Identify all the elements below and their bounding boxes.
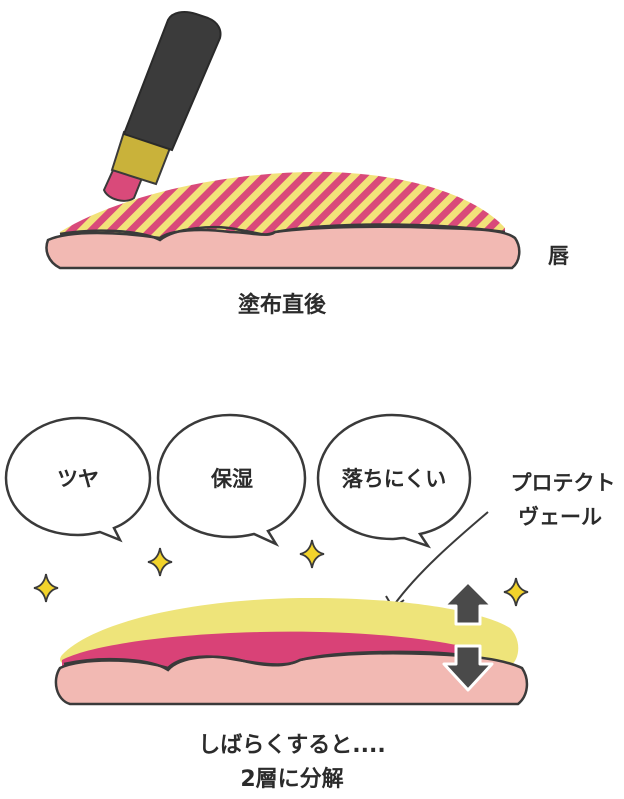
bubble-label: ツヤ bbox=[57, 467, 99, 491]
separation-arrows bbox=[442, 580, 494, 692]
veil-label-line2: ヴェール bbox=[518, 505, 602, 529]
top-caption: 塗布直後 bbox=[238, 292, 327, 318]
bubble-tsuya: ツヤ bbox=[4, 416, 152, 543]
lip-pen bbox=[102, 11, 222, 202]
sparkle-icon bbox=[299, 539, 325, 569]
pointer-line bbox=[393, 511, 489, 606]
top-illustration: 唇 塗布直後 bbox=[45, 11, 570, 318]
bottom-caption-line2: 2層に分解 bbox=[240, 766, 343, 792]
bubble-ochinikui: 落ちにくい bbox=[316, 413, 472, 549]
sparkle-icon bbox=[33, 573, 59, 603]
bottom-caption-line1: しばらくすると.... bbox=[198, 733, 385, 758]
bubble-label: 保湿 bbox=[210, 467, 253, 491]
sparkles bbox=[33, 539, 529, 607]
bottom-lip-line bbox=[63, 650, 471, 672]
pen-body bbox=[122, 11, 222, 152]
bottom-illustration bbox=[54, 597, 529, 706]
top-lip bbox=[45, 225, 521, 270]
veil-annotation: プロテクト ヴェール bbox=[385, 471, 616, 610]
striped-lip-coating bbox=[60, 171, 505, 240]
bubble-outline bbox=[156, 413, 307, 547]
top-lip-line bbox=[59, 223, 506, 242]
arrow-down-icon bbox=[442, 644, 494, 692]
bubble-hoshitsu: 保湿 bbox=[156, 413, 307, 547]
arrow-up-icon bbox=[442, 580, 494, 626]
bubble-outline bbox=[4, 416, 152, 543]
veil-label-line1: プロテクト bbox=[511, 471, 616, 495]
sparkle-icon bbox=[503, 577, 529, 607]
lip-label: 唇 bbox=[548, 244, 570, 268]
bubble-label: 落ちにくい bbox=[342, 467, 447, 491]
bubble-outline bbox=[316, 413, 472, 549]
sparkle-icon bbox=[147, 547, 173, 577]
